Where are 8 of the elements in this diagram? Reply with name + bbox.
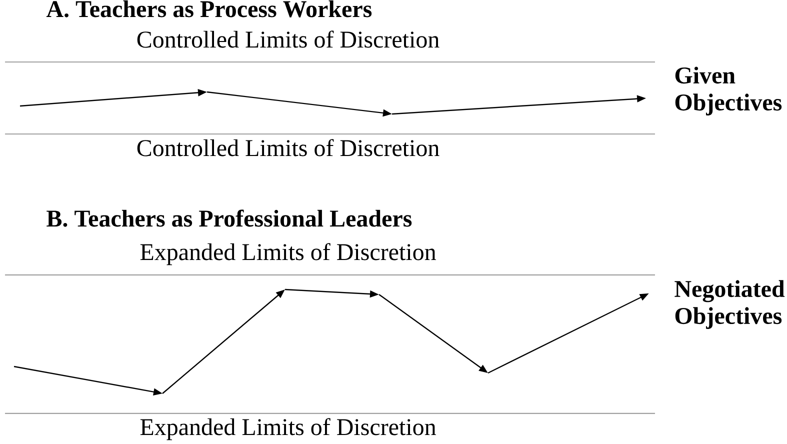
objective-label: Given Objectives	[675, 66, 782, 116]
limit-label: Expanded Limits of Discretion	[140, 418, 436, 440]
limit-label: Expanded Limits of Discretion	[140, 243, 436, 266]
panel-heading: A. Teachers as Process Workers	[46, 0, 372, 18]
objective-label: Negotiated Objectives	[674, 280, 785, 329]
limit-label: Controlled Limits of Discretion	[137, 139, 440, 156]
panel-heading: B. Teachers as Professional Leaders	[46, 210, 412, 227]
limit-label: Controlled Limits of Discretion	[137, 30, 440, 48]
